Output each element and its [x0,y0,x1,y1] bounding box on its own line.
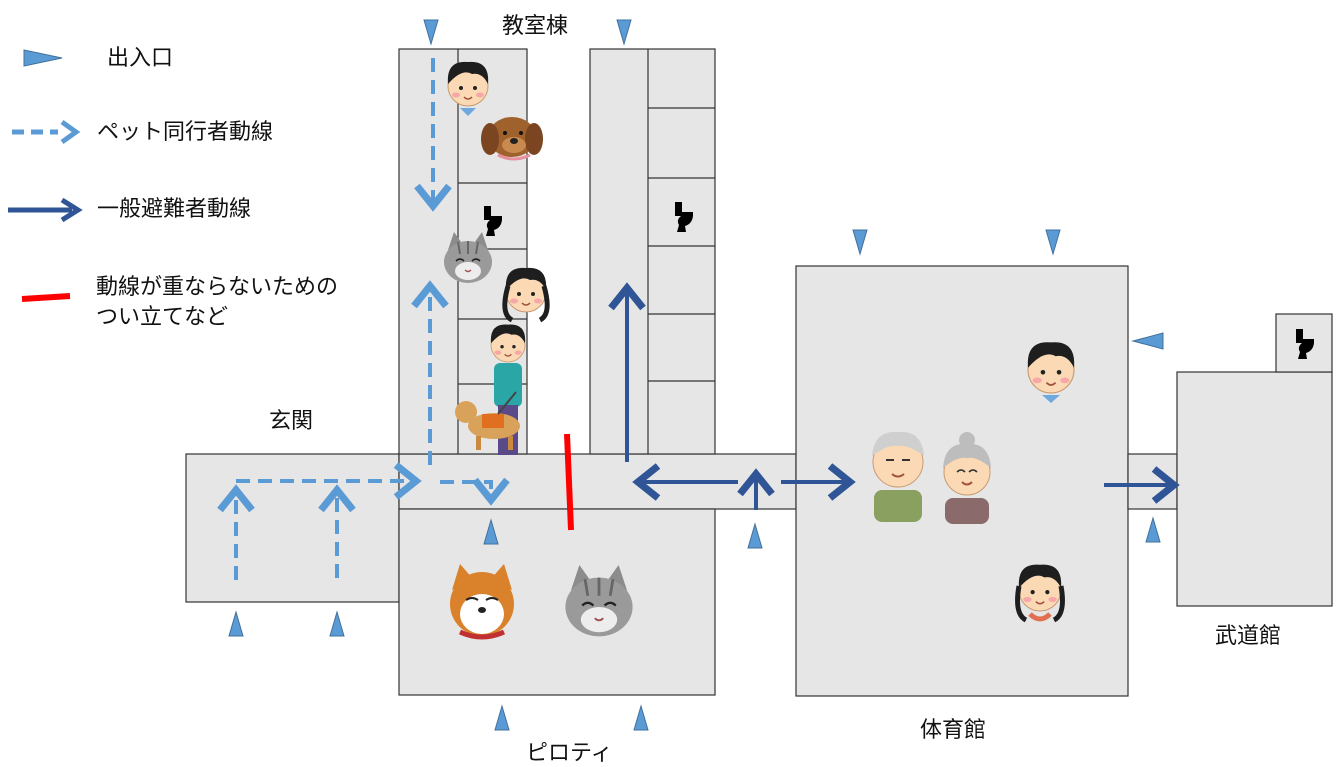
dog-icon [450,564,514,640]
gym-budokan-corridor [1127,453,1178,510]
entrance-marker-icon [423,19,439,45]
partition-line [564,433,574,531]
person-icon [872,431,924,522]
budokan-label: 武道館 [1215,624,1282,649]
pet-route-legend-label: ペット同行者動線 [97,120,274,145]
entrance-marker-icon [228,611,244,637]
general-route-legend-arrowhead [60,197,83,223]
entrance-marker-icon [1131,332,1164,350]
guide-dog-icon [455,391,520,450]
entrance-hall-room [185,453,400,603]
gym-label: 体育館 [920,718,987,743]
pet-route [217,58,510,580]
entrance-hall-label: 玄関 [269,409,314,434]
general-route-legend-label: 一般避難者動線 [97,197,252,222]
legend [8,49,83,302]
budokan-room [1176,371,1333,607]
entrance-legend-label: 出入口 [107,46,174,71]
entrance-marker-icon [616,19,632,45]
entrance-marker-icon [633,705,649,731]
dog-icon [481,117,543,161]
entrance-marker-icon [494,705,510,731]
person-icon [1026,341,1076,403]
pilotis-room [398,508,716,696]
person-icon [447,61,489,116]
classroom-building-label: 教室棟 [502,14,569,39]
classroom-dividers [457,49,715,454]
occupants [443,61,1076,640]
entrance-marker-icon [329,611,345,637]
classroom-wing-right [589,48,716,455]
entrance-markers [228,19,1164,731]
partition-legend-line [21,293,71,302]
pilotis-label: ピロティ [526,741,613,766]
person-icon [1015,563,1065,623]
entrance-marker-icon [23,49,63,67]
partition-legend-label-1: 動線が重ならないための [96,275,339,300]
entrance-marker-icon [852,229,868,255]
pet-route-legend-arrowhead [60,119,81,145]
entrance-marker-icon [1045,229,1061,255]
person-icon [502,267,550,323]
partition-legend-label-2: つい立てなど [96,305,229,330]
entrance-marker-icon [747,523,763,549]
entrance-marker-icon [1145,517,1161,543]
person-icon [943,432,991,524]
rooms [185,48,1333,697]
general-route [608,282,1180,510]
